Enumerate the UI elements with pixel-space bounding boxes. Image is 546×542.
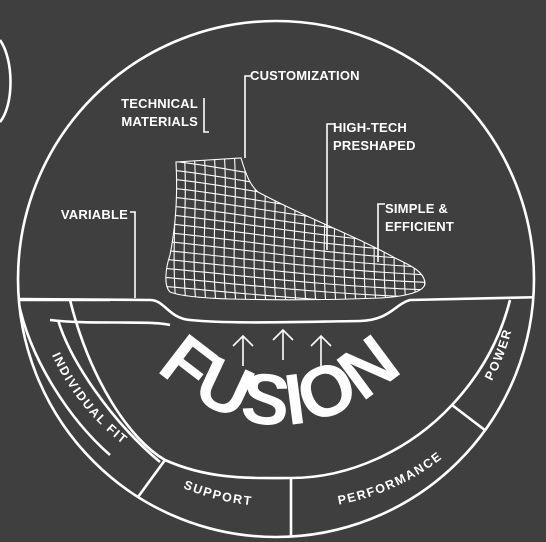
foot-mesh-line [165,258,425,284]
leader-technical [203,98,209,133]
label-simple-line2: EFFICIENT [385,219,454,234]
segment-dividers [18,298,512,537]
label-technical-line2: MATERIALS [121,114,198,129]
foot-mesh-line [165,231,425,261]
foot-mesh-line [165,285,425,300]
foot-mesh-line [223,158,227,300]
foot-mesh-line [203,158,207,300]
foot-mesh-line [183,158,187,300]
foot-mesh-line [233,158,237,300]
brand-wordmark: FUSION [146,319,415,442]
insole-horizon-line [18,295,534,324]
label-high-tech-line2: PRESHAPED [333,138,416,153]
arrow-up-icon [272,328,294,360]
label-technical-line1: TECHNICAL [121,96,198,111]
foot-mesh-line [193,158,197,300]
foot-mesh-line [165,267,425,291]
label-simple-line1: SIMPLE & [385,201,448,216]
foot-mesh-line [165,276,425,299]
label-customization: CUSTOMIZATION [250,68,360,83]
foot-mesh-line [213,158,217,300]
leader-customization [244,75,252,158]
label-high-tech-line1: HIGH-TECH [333,120,407,135]
segment-support: SUPPORT [182,478,254,509]
left-ring-edge [0,39,12,123]
arrow-up-icon [232,334,254,366]
leader-variable [130,211,136,298]
foot-mesh-line [165,249,425,276]
segment-performance: PERFORMANCE [336,449,445,508]
foot-mesh-line [165,240,425,269]
leader-lines [130,75,385,298]
main-circle-outline [16,19,536,539]
up-arrows [232,328,332,366]
leader-high-tech [326,123,334,250]
label-variable: VARIABLE [61,207,128,222]
arrow-up-icon [310,334,332,366]
brand-name: FUSION [146,319,414,442]
leader-simple [377,203,385,262]
